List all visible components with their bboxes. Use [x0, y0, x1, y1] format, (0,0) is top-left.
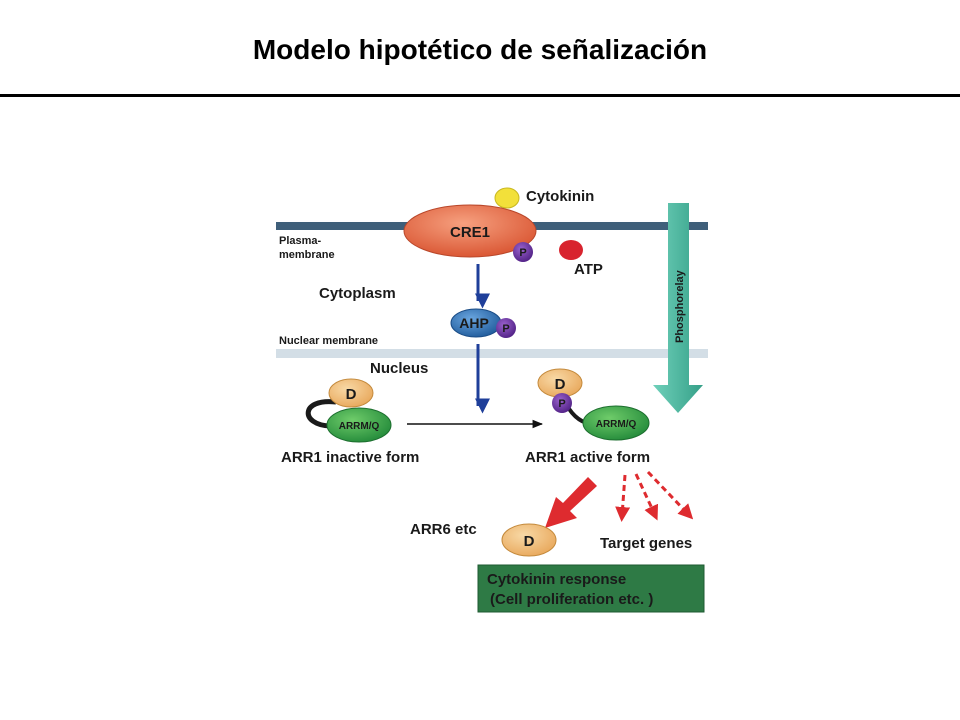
- inactive-arrm-label: ARRM/Q: [339, 421, 380, 432]
- atp-label: ATP: [574, 261, 603, 278]
- arr6-label: ARR6 etc: [410, 521, 477, 538]
- inactive-d-domain: [328, 378, 374, 408]
- active-arrm-label: ARRM/Q: [596, 419, 637, 430]
- arrow-to-arr6: [545, 477, 597, 528]
- cre1-phosphate-label: P: [519, 247, 526, 259]
- ahp-phosphate-label: P: [502, 323, 509, 335]
- arr1-inactive: D ARRM/Q: [305, 378, 392, 443]
- ahp-label: AHP: [459, 315, 489, 331]
- cytokinin-molecule: [494, 187, 520, 209]
- arr1-active: D P ARRM/Q: [537, 368, 650, 441]
- arrow-to-target-genes-2: [634, 473, 659, 521]
- arr1-active-label: ARR1 active form: [525, 449, 650, 466]
- inactive-d-label: D: [346, 386, 357, 403]
- arrow-to-target-genes-3: [646, 470, 694, 520]
- phosphorelay-arrow: Phosphorelay: [653, 203, 703, 413]
- target-genes-label: Target genes: [600, 535, 692, 552]
- active-phosphate-label: P: [558, 398, 565, 410]
- inactive-arrm-domain: [326, 407, 392, 443]
- active-phosphate: [552, 393, 572, 413]
- cytokinin-label: Cytokinin: [526, 188, 594, 205]
- arr1-inactive-label: ARR1 inactive form: [281, 449, 419, 466]
- ahp-phosphate: [496, 318, 516, 338]
- plasma-membrane-label-2: membrane: [279, 249, 335, 261]
- active-d-label: D: [555, 376, 566, 393]
- atp-molecule: [559, 240, 583, 260]
- title-divider: [0, 94, 960, 97]
- active-arrm-domain: [582, 405, 650, 441]
- cre1-receptor: [403, 204, 537, 258]
- nucleus-label: Nucleus: [370, 360, 428, 377]
- response-line-2: (Cell proliferation etc. ): [490, 591, 653, 608]
- plasma-membrane-label-1: Plasma-: [279, 235, 322, 247]
- arr6-d-domain: [501, 523, 557, 557]
- response-line-1: Cytokinin response: [487, 571, 626, 588]
- cre1-label: CRE1: [450, 224, 490, 241]
- inactive-linker: [305, 399, 337, 429]
- arr6-d-label: D: [524, 533, 535, 550]
- arrow-to-target-genes-1: [615, 474, 631, 522]
- nuclear-membrane-label: Nuclear membrane: [279, 335, 378, 347]
- cytokinin-response-box: [477, 564, 705, 613]
- nuclear-membrane-band: [276, 349, 708, 358]
- page-title: Modelo hipotético de señalización: [252, 34, 708, 65]
- phosphorelay-label: Phosphorelay: [674, 269, 686, 343]
- cytoplasm-label: Cytoplasm: [319, 285, 396, 302]
- cre1-phosphate: [513, 242, 533, 262]
